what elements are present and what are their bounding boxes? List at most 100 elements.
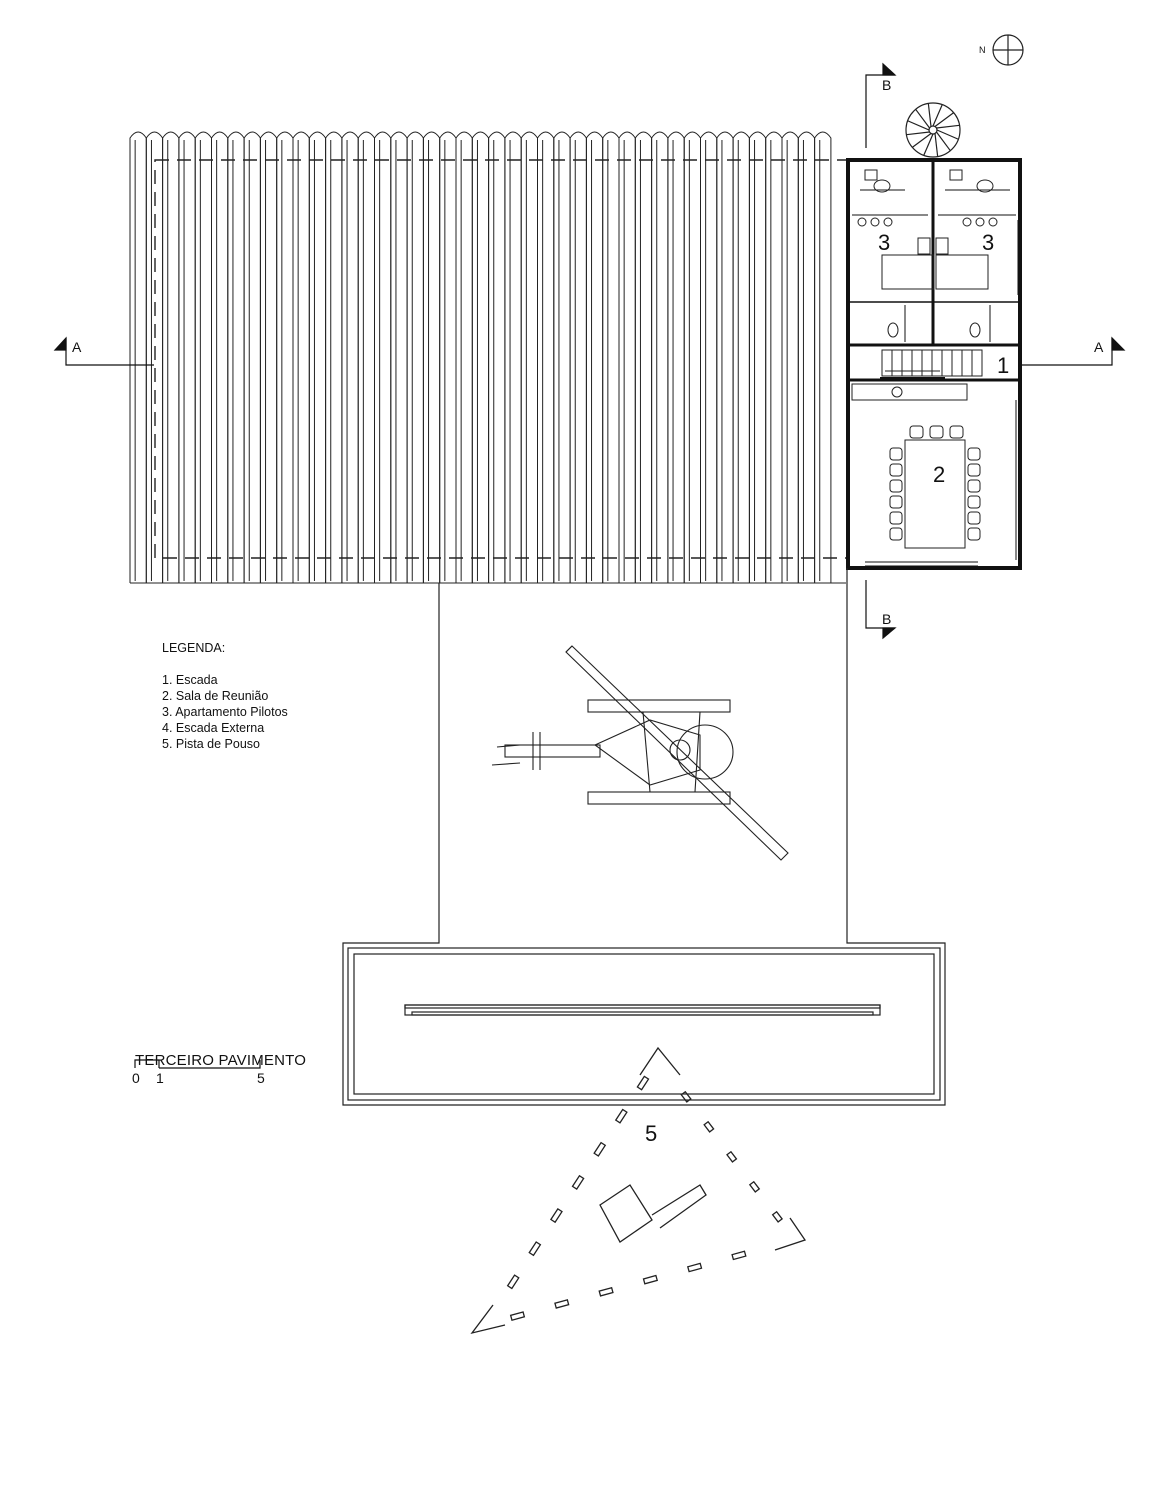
room-label-3-left: 3: [878, 230, 890, 255]
chair: [889, 479, 903, 493]
roof-rib: [700, 131, 718, 583]
roof-rib: [308, 131, 327, 583]
triangle-dash: [506, 1274, 520, 1290]
roof-rib: [537, 131, 555, 583]
chair: [967, 511, 981, 525]
helipad: [347, 947, 941, 1101]
triangle-dash: [731, 1250, 747, 1261]
north-label: N: [979, 45, 986, 55]
triangle-dash: [636, 1075, 650, 1091]
roof-rib: [455, 131, 473, 583]
chair: [967, 479, 981, 493]
roof-rib: [748, 131, 767, 583]
helicopter: [491, 645, 789, 861]
legend: LEGENDA: 1. Escada 2. Sala de Reunião 3.…: [162, 640, 288, 752]
section-marker-a-right: [1022, 336, 1126, 366]
roof-rib: [634, 131, 653, 583]
roof-rib: [504, 131, 522, 583]
triangle-dash: [554, 1299, 570, 1309]
meeting-chairs: [889, 447, 981, 541]
section-label-a-right: A: [1094, 339, 1104, 355]
roof-rib: [602, 131, 620, 583]
meeting-table: [851, 383, 968, 549]
roof-rib: [569, 131, 587, 583]
roof-rib: [341, 131, 359, 583]
roof-rib: [390, 131, 408, 583]
roof-rib: [797, 131, 816, 583]
triangle-dash: [686, 1262, 703, 1273]
triangle-dash: [771, 1210, 784, 1223]
section-marker-a-left: [53, 336, 154, 366]
roof-rib: [781, 131, 799, 583]
section-marker-b-bottom: [865, 580, 897, 640]
roof-rib: [162, 131, 180, 583]
roof-rib: [732, 131, 750, 583]
chair: [889, 527, 903, 541]
roof-rib: [129, 131, 147, 583]
chair: [967, 495, 981, 509]
roof-rib: [406, 131, 424, 583]
triangle-chevron: [639, 1046, 681, 1076]
roof-rib: [651, 131, 669, 583]
roof-rib: [357, 131, 375, 583]
triangle-dash: [748, 1180, 761, 1193]
roof-rib: [716, 131, 734, 583]
roof-rib: [211, 131, 229, 583]
roof-rib: [422, 131, 441, 583]
interior-stair: [881, 349, 983, 377]
spiral-tread: [915, 108, 931, 129]
triangle-dash: [571, 1174, 585, 1190]
walkway: [342, 568, 946, 1106]
spiral-tread: [935, 131, 951, 152]
spiral-tread: [906, 131, 930, 136]
legend-item: 4. Escada Externa: [162, 721, 265, 735]
roof-rib: [194, 131, 212, 583]
section-marker-b-top: [865, 62, 897, 148]
triangle-dash: [614, 1108, 628, 1124]
legend-item: 2. Sala de Reunião: [162, 689, 269, 703]
roof-rib: [471, 131, 490, 583]
triangle-dash: [549, 1207, 563, 1224]
legend-title: LEGENDA:: [162, 641, 226, 655]
chair: [889, 463, 903, 477]
section-label-b-top: B: [882, 77, 891, 93]
roof-dashed-outline: [154, 159, 848, 559]
triangle-dash: [680, 1090, 692, 1103]
roof-rib: [439, 131, 457, 583]
corrugated-roof: [129, 131, 846, 584]
floor-title: TERCEIRO PAVIMENTO: [135, 1052, 307, 1069]
roof-rib: [243, 131, 261, 583]
spiral-tread: [907, 120, 930, 131]
triangle-dash: [726, 1150, 738, 1163]
spiral-tread: [932, 104, 943, 127]
roof-rib: [520, 131, 538, 583]
legend-item: 3. Apartamento Pilotos: [162, 705, 288, 719]
chair: [889, 447, 903, 461]
chair: [889, 495, 903, 509]
triangle-dash: [598, 1286, 614, 1297]
roof-rib: [618, 131, 636, 583]
roof-rib: [553, 131, 571, 583]
roof-rib: [325, 131, 343, 583]
roof-rib: [227, 131, 245, 583]
legend-item: 5. Pista de Pouso: [162, 737, 260, 751]
spiral-tread: [927, 103, 932, 127]
triangle-dash: [703, 1120, 715, 1133]
roof-rib: [667, 131, 685, 583]
helipad-h-marking: [599, 1184, 653, 1243]
triangle-dash: [528, 1241, 542, 1257]
room-label-5: 5: [645, 1121, 657, 1146]
room-label-1: 1: [997, 353, 1009, 378]
roof-rib: [814, 131, 832, 583]
roof-rib: [765, 131, 783, 583]
section-label-b-bottom: B: [882, 611, 891, 627]
room-label-3-right: 3: [982, 230, 994, 255]
roof-rib: [374, 131, 392, 583]
triangle-chevron: [774, 1217, 807, 1251]
building-walls: [846, 158, 1022, 570]
chair: [967, 463, 981, 477]
legend-item: 1. Escada: [162, 673, 218, 687]
spiral-tread: [936, 124, 960, 129]
roof-rib: [276, 131, 294, 583]
spiral-tread: [936, 129, 959, 140]
